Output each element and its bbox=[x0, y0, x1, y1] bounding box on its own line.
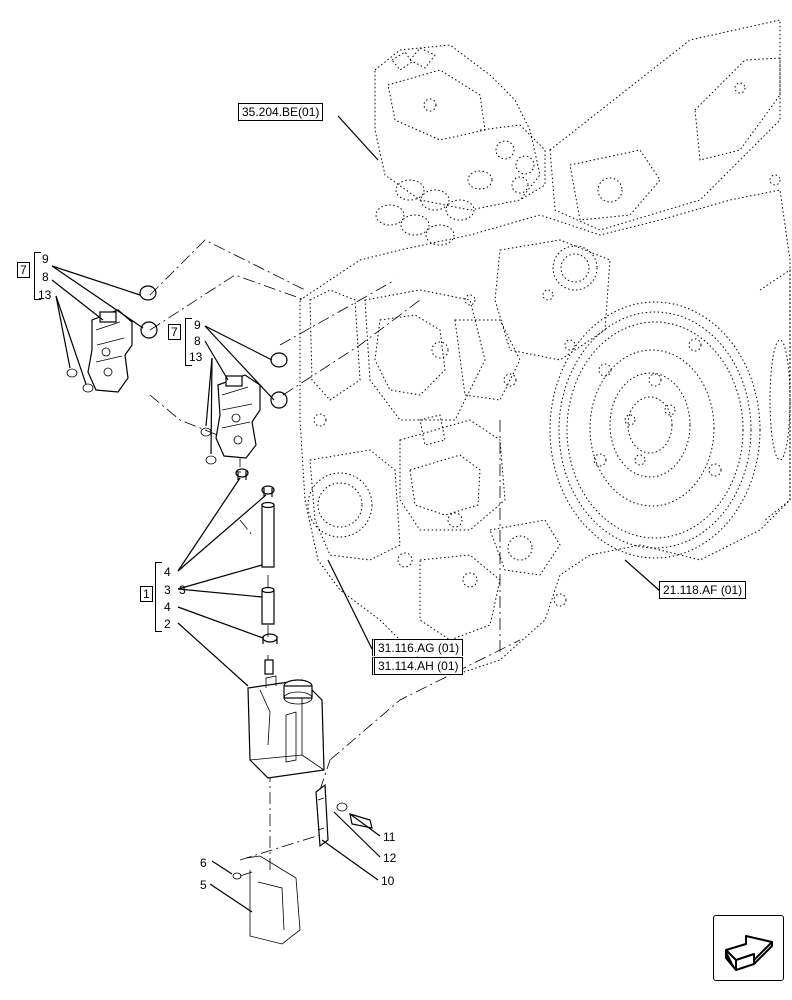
group-bracket-left bbox=[34, 252, 41, 300]
callout-9: 9 bbox=[42, 252, 49, 266]
ref-31-114-ah[interactable]: 31.114.AH (01) bbox=[372, 657, 463, 675]
group-7-left-box: 7 bbox=[17, 262, 30, 278]
callout-13: 13 bbox=[189, 350, 203, 364]
oil-reservoir bbox=[247, 675, 325, 779]
transmission-housing bbox=[299, 19, 791, 676]
group-1-box: 1 bbox=[140, 586, 153, 602]
hose-and-clamps bbox=[235, 468, 278, 675]
callout-6: 6 bbox=[200, 856, 207, 870]
group-bracket-right bbox=[185, 318, 192, 366]
callout-2: 2 bbox=[164, 617, 171, 631]
group-7-right-box: 7 bbox=[168, 324, 181, 340]
next-page-button[interactable] bbox=[713, 915, 784, 981]
callout-13: 13 bbox=[38, 288, 52, 302]
callout-8: 8 bbox=[42, 270, 49, 284]
ref-21-118-af[interactable]: 21.118.AF (01) bbox=[659, 581, 747, 599]
callout-9: 9 bbox=[194, 318, 201, 332]
group-bracket-1 bbox=[155, 562, 162, 632]
ref-35-204-be[interactable]: 35.204.BE(01) bbox=[238, 103, 324, 121]
callout-3: 3 bbox=[164, 583, 171, 597]
callout-10: 10 bbox=[381, 874, 395, 888]
callout-11: 11 bbox=[383, 830, 396, 844]
assembly-lines bbox=[149, 239, 521, 870]
callout-8: 8 bbox=[194, 334, 201, 348]
bracket-hardware bbox=[232, 783, 373, 945]
callout-12: 12 bbox=[383, 851, 397, 865]
coupler-assembly-right bbox=[200, 352, 288, 465]
callout-4: 4 bbox=[164, 565, 171, 579]
callout-5: 5 bbox=[200, 878, 207, 892]
ref-31-116-ag[interactable]: 31.116.AG (01) bbox=[372, 639, 464, 656]
callout-3: 3 bbox=[179, 583, 186, 597]
next-page-arrow-icon bbox=[725, 935, 773, 971]
leader-lines bbox=[51, 115, 661, 913]
coupler-assembly-left bbox=[66, 285, 158, 393]
callout-4: 4 bbox=[164, 600, 171, 614]
